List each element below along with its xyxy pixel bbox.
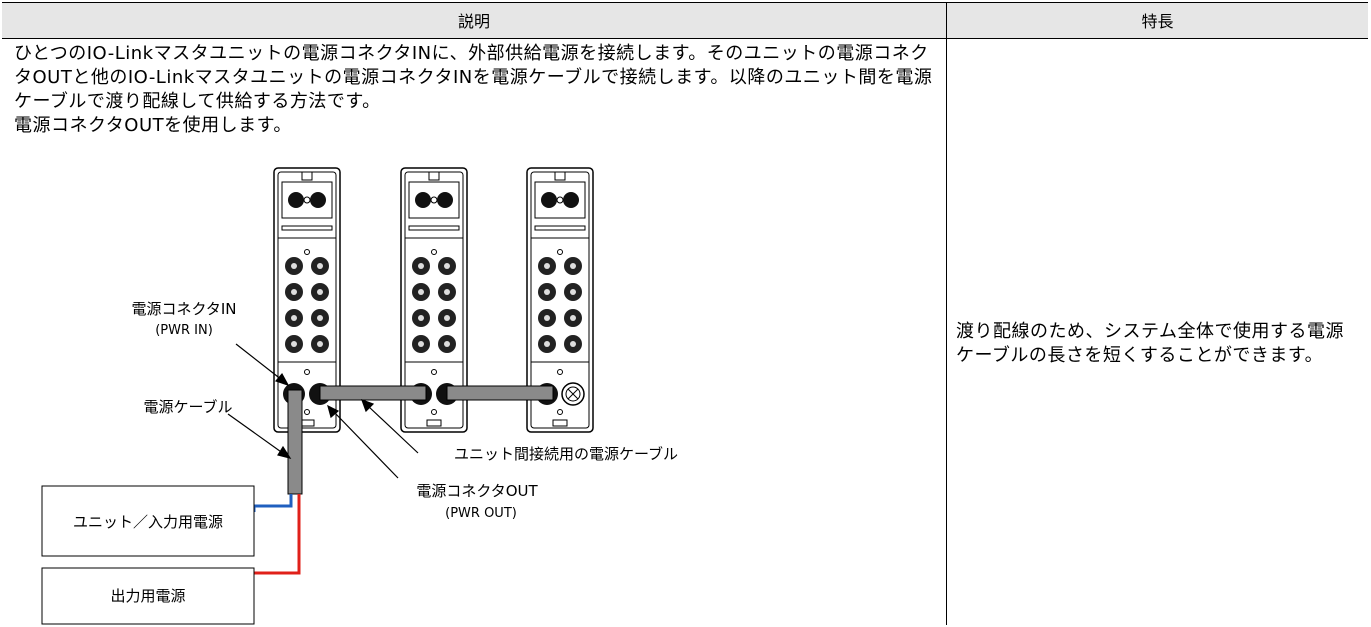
description-text: ひとつのIO-Linkマスタユニットの電源コネクタINに、外部供給電源を接続しま…	[14, 42, 944, 138]
red-wire	[254, 494, 301, 575]
pwr-in-en-label: (PWR IN)	[155, 323, 213, 338]
inter-unit-cable-2	[446, 385, 554, 401]
description-paragraph: ひとつのIO-Linkマスタユニットの電源コネクタINに、外部供給電源を接続しま…	[14, 43, 933, 112]
pwr-out-label: 電源コネクタOUT	[416, 482, 538, 500]
header-feature: 特長	[947, 2, 1368, 38]
top-border	[2, 2, 1368, 3]
inter-unit-cable-1	[319, 385, 427, 401]
output-power-box	[41, 567, 255, 625]
blue-wire	[252, 494, 293, 512]
unit-input-power-box	[41, 485, 255, 557]
leader-arrows	[227, 343, 419, 479]
header-bottom-border	[2, 38, 1368, 39]
output-power-label: 出力用電源	[110, 587, 185, 605]
description-note: 電源コネクタOUTを使用します。	[14, 115, 292, 136]
feature-text: 渡り配線のため、システム全体で使用する電源ケーブルの長さを短くすることができます…	[956, 321, 1344, 366]
header-description: 説明	[2, 2, 946, 38]
unused-out-connector-icon	[561, 382, 585, 406]
supply-cable	[287, 389, 303, 495]
unit-cable-label: ユニット間接続用の電源ケーブル	[454, 445, 678, 463]
pwr-in-label: 電源コネクタIN	[131, 300, 236, 318]
column-divider	[946, 2, 947, 625]
cable-label: 電源ケーブル	[143, 398, 232, 416]
unit-input-power-label: ユニット／入力用電源	[73, 513, 223, 531]
pwr-out-en-label: (PWR OUT)	[445, 506, 517, 521]
